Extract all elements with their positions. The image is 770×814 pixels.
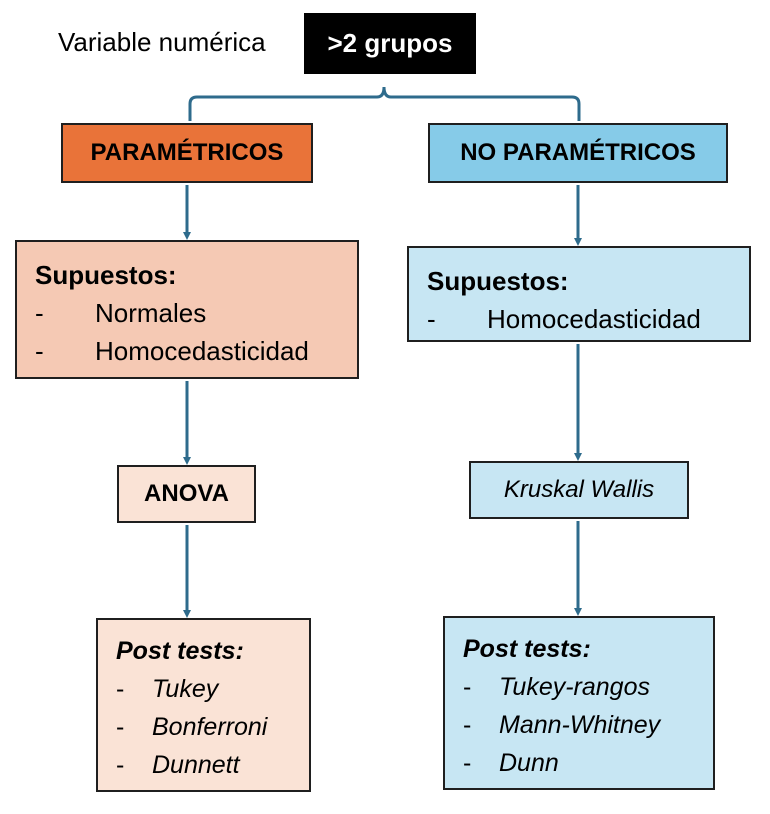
post-test-bonferroni: Bonferroni <box>152 713 268 741</box>
parametric-category-box: PARAMÉTRICOS <box>61 123 313 183</box>
post-test-dunnett: Dunnett <box>152 751 240 779</box>
nonparametric-post-tests-title: Post tests: <box>463 635 591 663</box>
anova-label: ANOVA <box>144 480 229 507</box>
brace-connector <box>188 86 581 121</box>
list-item: - Homocedasticidad <box>35 332 357 370</box>
list-item: - Tukey-rangos <box>463 668 713 706</box>
post-test-mann-whitney: Mann-Whitney <box>499 711 661 739</box>
kruskal-wallis-box: Kruskal Wallis <box>469 461 689 519</box>
parametric-post-tests-box: Post tests: - Tukey - Bonferroni - Dunne… <box>96 618 311 792</box>
nonparametric-category-box: NO PARAMÉTRICOS <box>428 123 728 183</box>
list-item: - Normales <box>35 294 357 332</box>
bullet-dash: - <box>463 673 472 701</box>
nonparametric-post-tests-box: Post tests: - Tukey-rangos - Mann-Whitne… <box>443 616 715 790</box>
assumption-homocedasticidad: Homocedasticidad <box>487 304 701 334</box>
variable-label: Variable numérica <box>58 27 266 57</box>
list-item: - Dunn <box>463 744 713 782</box>
kruskal-wallis-label: Kruskal Wallis <box>503 476 655 503</box>
anova-box: ANOVA <box>117 465 256 523</box>
list-item: - Tukey <box>116 670 309 708</box>
bullet-dash: - <box>35 336 44 366</box>
list-item: - Homocedasticidad <box>427 300 749 338</box>
post-test-tukey-rangos: Tukey-rangos <box>499 673 650 701</box>
groups-label: >2 grupos <box>327 28 453 58</box>
parametric-category-label: PARAMÉTRICOS <box>90 139 284 166</box>
parametric-assumptions-box: Supuestos: - Normales - Homocedasticidad <box>15 240 359 379</box>
nonparametric-assumptions-title: Supuestos: <box>427 266 569 296</box>
bullet-dash: - <box>463 749 472 777</box>
list-item: - Mann-Whitney <box>463 706 713 744</box>
parametric-post-tests-title: Post tests: <box>116 637 244 665</box>
bullet-dash: - <box>427 304 436 334</box>
bullet-dash: - <box>116 713 125 741</box>
list-item: - Dunnett <box>116 746 309 784</box>
nonparametric-category-label: NO PARAMÉTRICOS <box>460 139 696 166</box>
assumption-homocedasticidad: Homocedasticidad <box>95 336 309 366</box>
bullet-dash: - <box>116 751 125 779</box>
assumption-normales: Normales <box>95 298 207 328</box>
bullet-dash: - <box>35 298 44 328</box>
bullet-dash: - <box>463 711 472 739</box>
nonparametric-assumptions-box: Supuestos: - Homocedasticidad <box>407 246 751 342</box>
post-test-tukey: Tukey <box>152 675 219 703</box>
bullet-dash: - <box>116 675 125 703</box>
list-item: - Bonferroni <box>116 708 309 746</box>
parametric-assumptions-title: Supuestos: <box>35 260 177 290</box>
post-test-dunn: Dunn <box>499 749 559 777</box>
groups-box: >2 grupos <box>304 13 476 74</box>
